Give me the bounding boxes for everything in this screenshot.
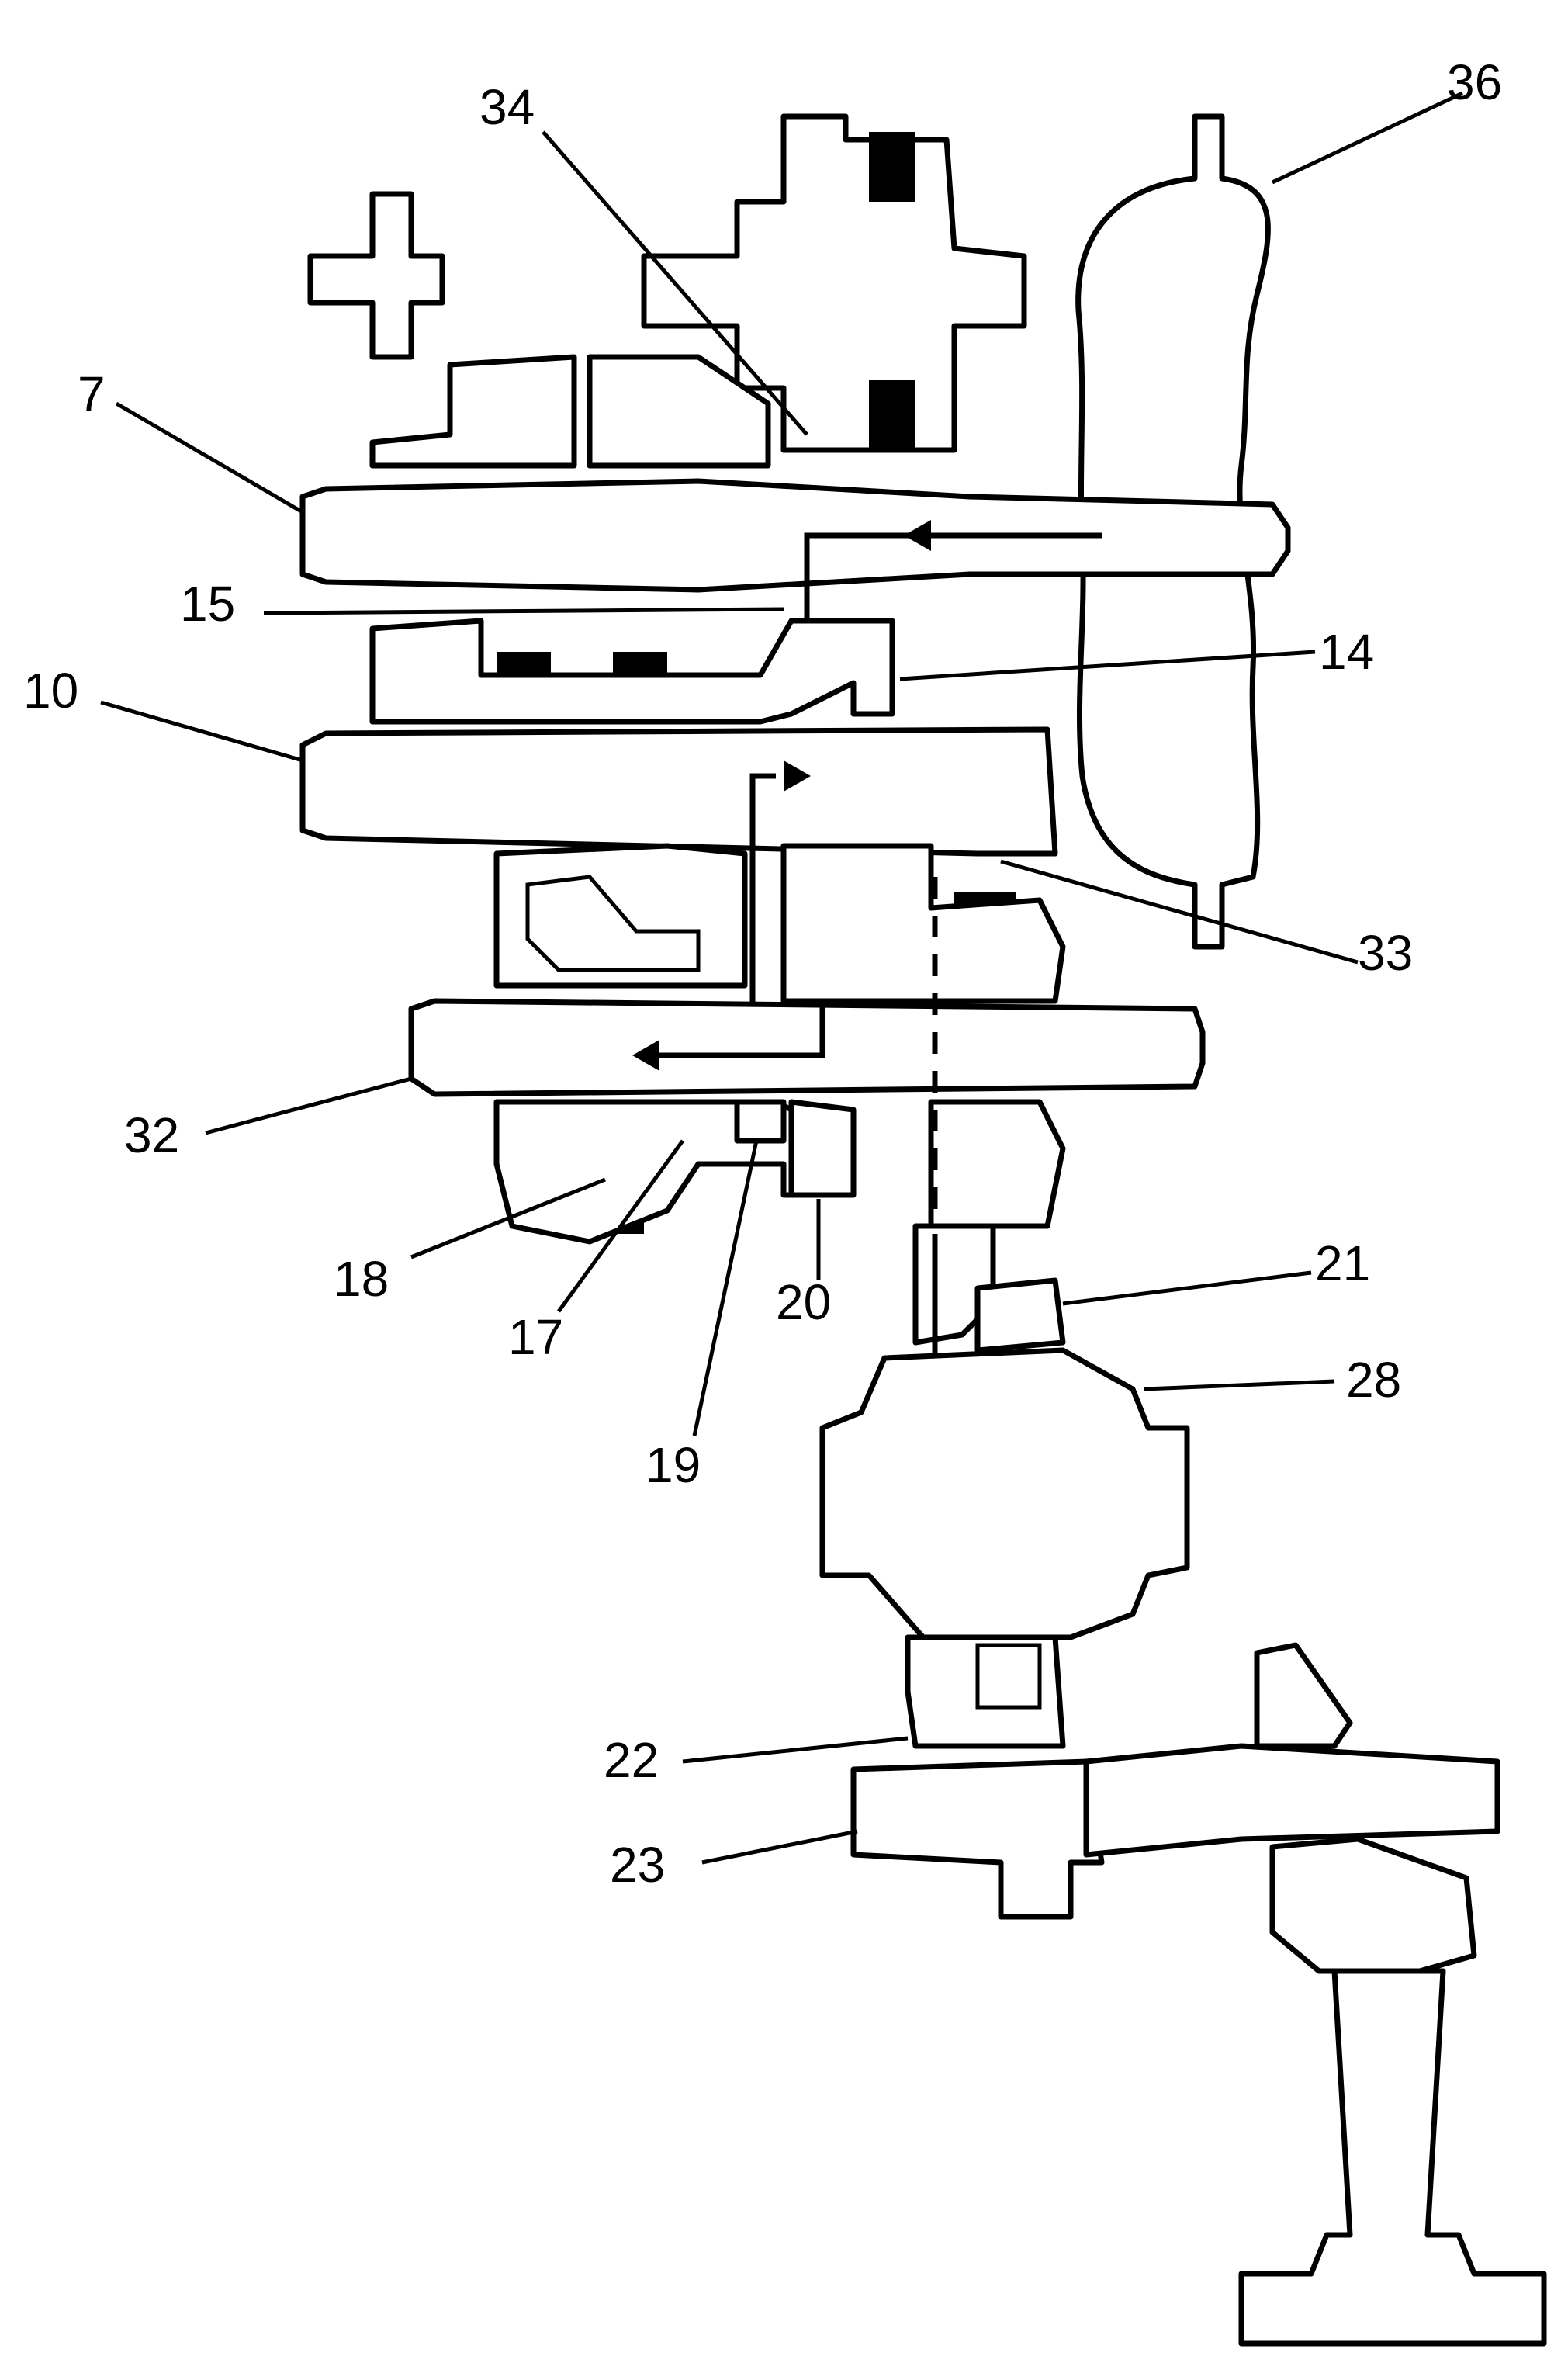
callout-33: 33 xyxy=(1358,925,1413,981)
leader-lines xyxy=(100,91,1464,1865)
input-shaft xyxy=(299,478,1291,593)
upper-clutch-housing xyxy=(641,113,1027,453)
output-shaft xyxy=(408,998,1206,1097)
gear-20 xyxy=(788,1099,857,1198)
callout-22: 22 xyxy=(604,1732,659,1788)
callout-20: 20 xyxy=(776,1274,831,1330)
callout-34: 34 xyxy=(479,79,535,135)
clutch-housing-mid xyxy=(587,354,771,469)
drive-pinion xyxy=(1238,1968,1547,2347)
intermediate-shaft xyxy=(299,726,1058,857)
callout-10: 10 xyxy=(23,663,78,719)
arrowhead xyxy=(904,520,931,551)
callout-15: 15 xyxy=(180,576,235,632)
gear-22 xyxy=(905,1634,1066,1749)
callout-17: 17 xyxy=(508,1309,563,1365)
callout-21: 21 xyxy=(1315,1235,1370,1291)
axle-shaft xyxy=(1083,1743,1500,1858)
clutch-housing-left xyxy=(369,354,577,469)
lower-clutch-housing xyxy=(369,618,895,725)
callout-36: 36 xyxy=(1447,54,1502,110)
planetary-inner xyxy=(525,875,701,972)
gear-21 xyxy=(974,1277,1066,1353)
bevel-gear-upper xyxy=(1254,1642,1353,1749)
arrowhead xyxy=(632,1040,659,1071)
right-clutch-housing xyxy=(928,1099,1066,1229)
bevel-gear-lower xyxy=(1269,1836,1477,1974)
gear-19 xyxy=(734,1099,787,1144)
callout-28: 28 xyxy=(1346,1352,1401,1408)
callout-18: 18 xyxy=(334,1251,389,1307)
callout-7: 7 xyxy=(78,366,106,422)
differential-case xyxy=(819,1347,1190,1640)
arrowhead xyxy=(784,760,811,792)
small-gear xyxy=(307,191,445,360)
callout-23: 23 xyxy=(610,1837,665,1893)
gear-set-right xyxy=(780,843,1066,1004)
callout-32: 32 xyxy=(124,1107,179,1163)
gear-22-hub xyxy=(975,1643,1042,1710)
gear-23 xyxy=(850,1758,1105,1920)
callout-19: 19 xyxy=(646,1437,701,1493)
callout-14: 14 xyxy=(1319,624,1374,680)
